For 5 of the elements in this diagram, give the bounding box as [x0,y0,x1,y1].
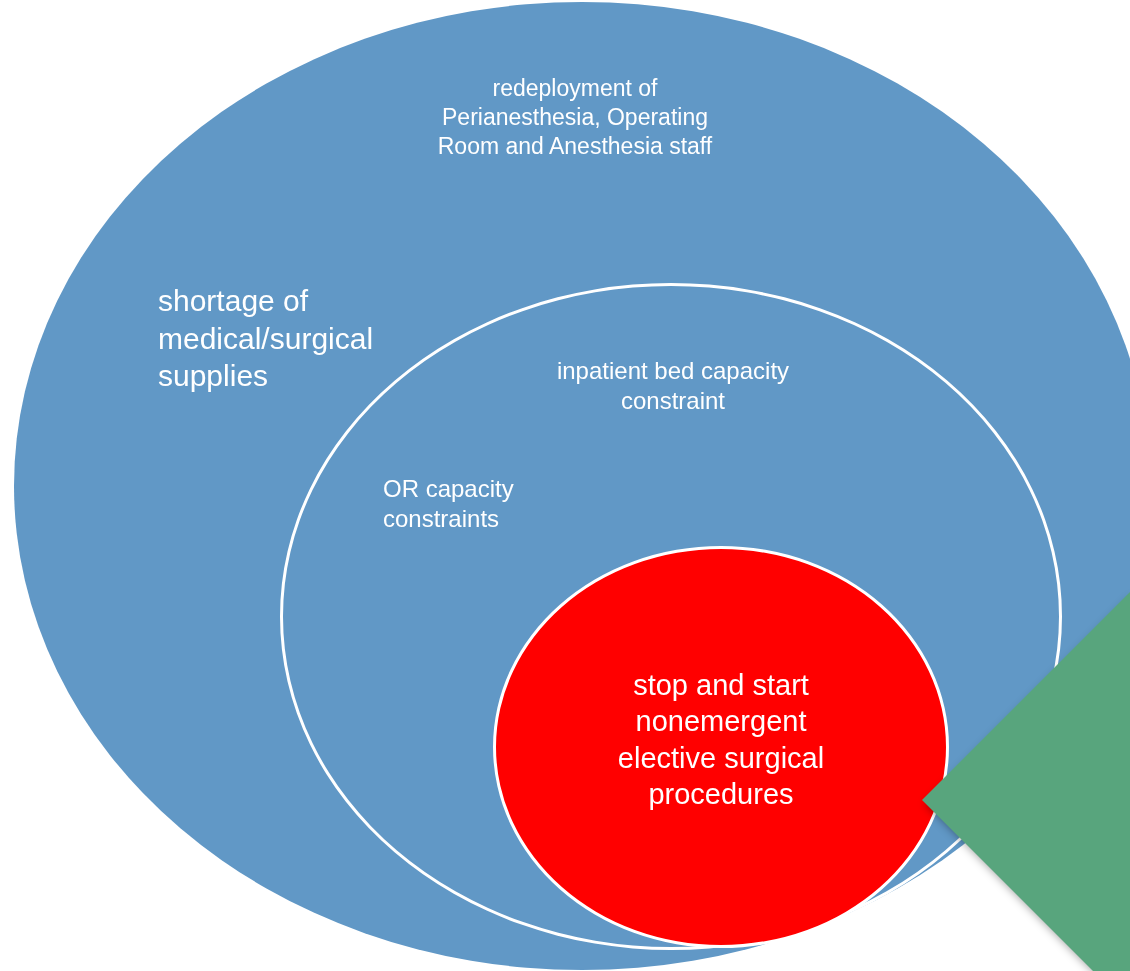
ellipse-label: OR capacity constraints [383,474,515,534]
ellipse-label: redeployment of Perianesthesia, Operating Room and Anesthesia staff [436,74,714,161]
ellipse-label: shortage of medical/surgical supplies [158,283,375,394]
ellipse-label: inpatient bed capacity constraint [555,356,791,416]
ellipse-label: stop and start nonemergent elective surgical procedures [616,668,826,812]
